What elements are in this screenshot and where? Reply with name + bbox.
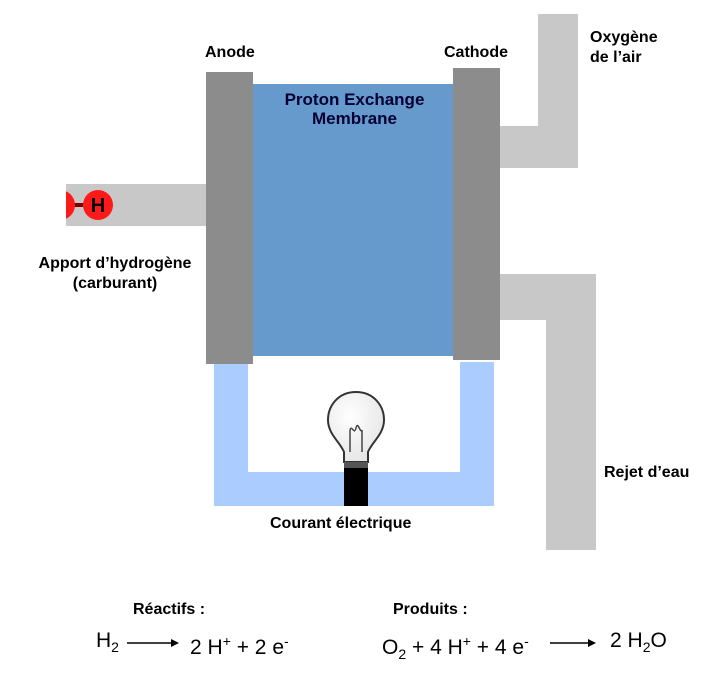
reaction-equations: Réactifs : Produits : H2 2 H+ + 2 e- O2 … bbox=[0, 590, 726, 690]
cathode-reaction-left: O2 + 4 H+ + 4 e- bbox=[382, 633, 529, 663]
membrane-label-line1: Proton Exchange bbox=[284, 90, 425, 109]
anode-label: Anode bbox=[205, 44, 255, 61]
oxygen-inlet-pipe-vertical bbox=[538, 14, 578, 168]
electric-current-label: Courant électrique bbox=[270, 515, 412, 532]
hydrogen-supply-label: Apport d’hydrogène (carburant) bbox=[18, 254, 212, 294]
oxygen-label-line1: Oxygène bbox=[590, 29, 658, 46]
water-output-label: Rejet d’eau bbox=[604, 464, 690, 481]
anode-electrode bbox=[206, 72, 253, 364]
hydrogen-supply-label-line1: Apport d’hydrogène bbox=[38, 255, 192, 272]
cathode-reaction-right: 2 H2O bbox=[610, 629, 667, 656]
reactants-title: Réactifs : bbox=[133, 601, 206, 618]
products-title: Produits : bbox=[393, 601, 468, 618]
water-outlet-pipe-vertical bbox=[546, 274, 596, 550]
anode-reaction-arrow bbox=[127, 639, 179, 647]
hydrogen-atom-right bbox=[83, 190, 113, 220]
cathode-label: Cathode bbox=[444, 44, 508, 61]
fuel-cell-diagram: H Proton Exchange Membrane Anode Cathode bbox=[18, 14, 690, 550]
cathode-reaction-arrow bbox=[550, 639, 596, 647]
svg-text:H: H bbox=[91, 195, 105, 217]
anode-reaction-left: H2 bbox=[96, 629, 119, 656]
cathode-electrode bbox=[453, 68, 500, 360]
membrane-label: Proton Exchange Membrane bbox=[253, 90, 456, 128]
oxygen-label: Oxygène de l’air bbox=[590, 28, 658, 68]
anode-reaction-right: 2 H+ + 2 e- bbox=[190, 633, 289, 659]
hydrogen-molecule-icon: H bbox=[66, 190, 113, 220]
light-bulb-icon bbox=[326, 390, 386, 506]
hydrogen-supply-label-line2: (carburant) bbox=[72, 275, 158, 292]
hydrogen-atom-left bbox=[66, 191, 75, 219]
proton-exchange-membrane bbox=[253, 84, 456, 356]
oxygen-label-line2: de l’air bbox=[590, 49, 642, 66]
membrane-label-line2: Membrane bbox=[311, 109, 398, 128]
